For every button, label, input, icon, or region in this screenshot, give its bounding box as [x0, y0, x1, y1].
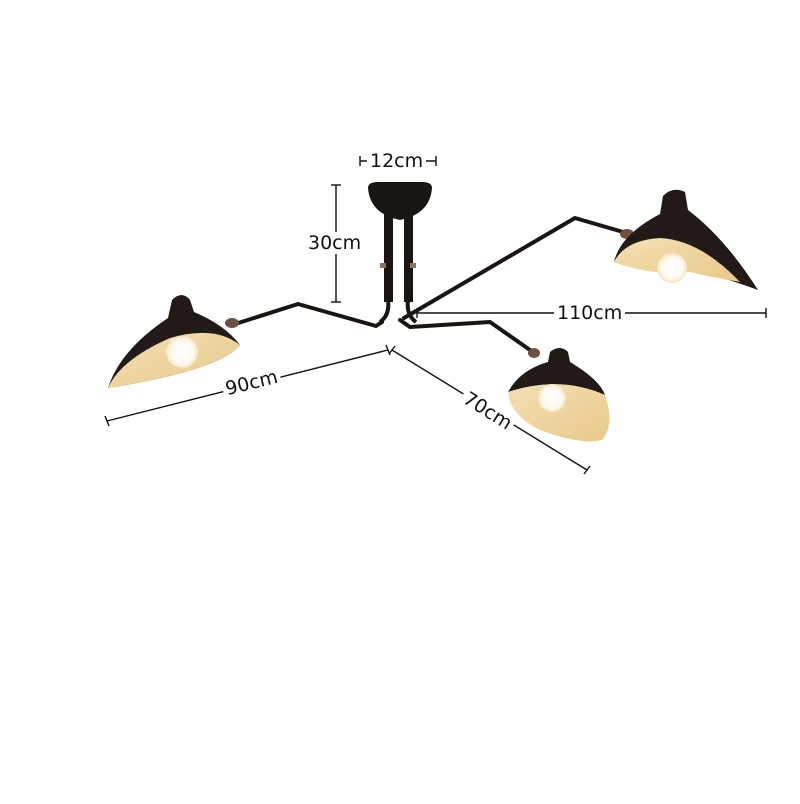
arms	[230, 216, 632, 352]
dimension-arm-right: 110cm	[554, 302, 626, 324]
shade-right	[614, 189, 758, 290]
dimension-drop-height: 30cm	[305, 232, 365, 254]
dimension-canopy-width: 12cm	[367, 150, 427, 172]
canopy	[368, 182, 432, 324]
joints	[225, 229, 634, 358]
shade-left	[108, 295, 240, 388]
shade-front	[508, 348, 610, 442]
